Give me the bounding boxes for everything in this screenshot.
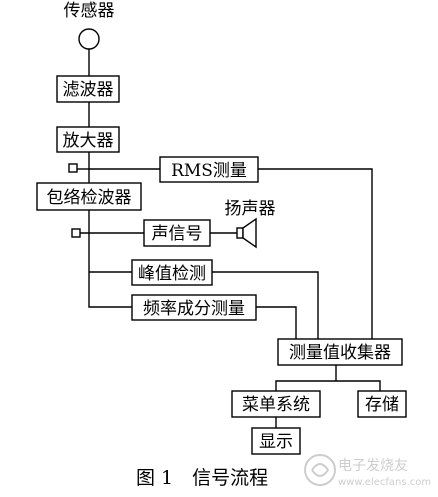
storage-box: 存储 (357, 390, 407, 418)
rms-box: RMS测量 (159, 156, 259, 183)
speaker-label: 扬声器 (225, 199, 276, 219)
sound-signal-box: 声信号 (143, 219, 211, 247)
amplifier-box: 放大器 (56, 126, 120, 153)
peak-detection-box: 峰值检测 (131, 259, 213, 286)
amplifier-label: 放大器 (63, 131, 114, 151)
peak-detection-label: 峰值检测 (138, 264, 206, 284)
display-label: 显示 (259, 432, 293, 452)
collector-to-menu-line (275, 380, 336, 391)
collector-to-storage-line (336, 380, 381, 391)
menu-system-label: 菜单系统 (242, 395, 310, 415)
sensor-label: 传感器 (64, 1, 115, 21)
sound-signal-label: 声信号 (152, 224, 203, 244)
sensor-circle-icon (78, 28, 100, 50)
frequency-measure-box: 频率成分测量 (131, 294, 257, 321)
watermark-title: 电子发烧友 (338, 458, 408, 474)
watermark-url: www.elecfans.com (338, 477, 431, 488)
collector-box: 测量值收集器 (277, 338, 403, 366)
sound-terminal-square-icon (71, 228, 81, 238)
filter-label: 滤波器 (63, 80, 114, 100)
envelope-detector-box: 包络检波器 (36, 182, 142, 211)
frequency-measure-label: 频率成分测量 (143, 299, 245, 319)
tap-terminal-square-icon (68, 163, 78, 173)
frequency-to-collector-line (256, 306, 297, 339)
display-box: 显示 (251, 427, 301, 455)
elecfans-watermark-logo: 电子发烧友 www.elecfans.com (304, 454, 431, 488)
figure-caption: 图 1 信号流程 (136, 467, 268, 489)
speaker-icon (236, 217, 257, 249)
connectors (80, 49, 381, 428)
peak-to-collector-line (212, 271, 319, 339)
filter-box: 滤波器 (56, 75, 120, 103)
envelope-detector-label: 包络检波器 (47, 188, 132, 208)
collector-label: 测量值收集器 (289, 343, 391, 363)
trunk-to-frequency-line (88, 233, 132, 308)
storage-label: 存储 (365, 395, 399, 415)
rms-to-collector-line (258, 168, 373, 339)
menu-system-box: 菜单系统 (231, 390, 321, 418)
rms-label: RMS测量 (171, 161, 247, 181)
